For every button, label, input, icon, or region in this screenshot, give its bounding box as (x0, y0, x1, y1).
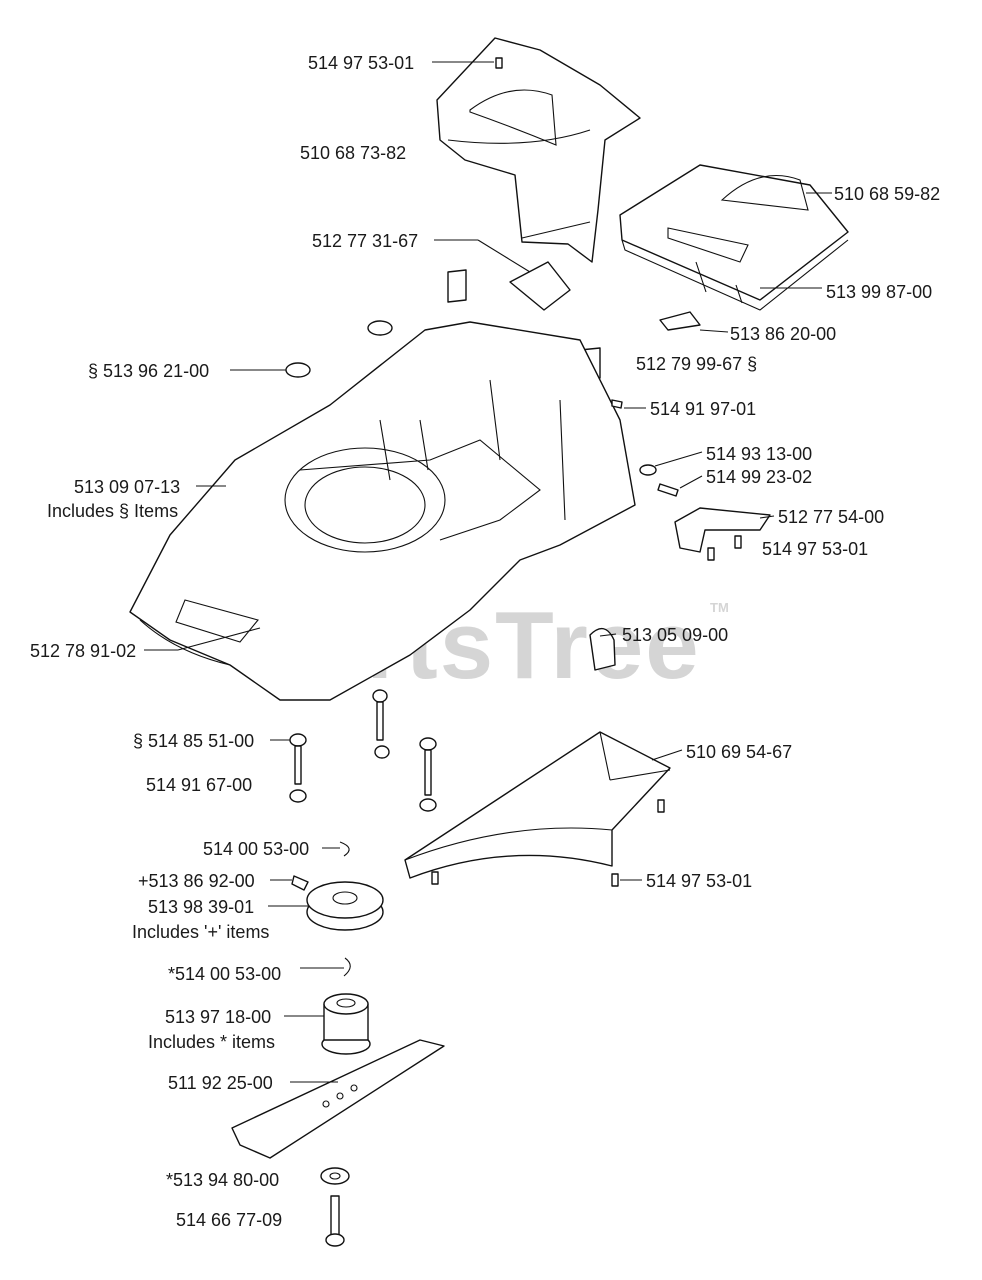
leader-lines (144, 61, 832, 1083)
knob-part (367, 320, 393, 336)
blade-adapter-part (321, 993, 371, 1055)
screw-part-4 (611, 873, 619, 887)
rear-cover-part (436, 37, 641, 263)
label-510-68-59-82: 510 68 59-82 (834, 184, 940, 204)
label-includes-plus-items: Includes '+' items (132, 922, 269, 942)
knob-part-2 (285, 362, 311, 378)
label-513-99-87-00: 513 99 87-00 (826, 282, 932, 302)
label-513-09-07-13: 513 09 07-13 (74, 477, 180, 497)
label-includes-star-items: Includes * items (148, 1032, 275, 1052)
label-514-97-53-01-top: 514 97 53-01 (308, 53, 414, 73)
blade-part (231, 1039, 445, 1159)
label-514-66-77-09: 514 66 77-09 (176, 1210, 282, 1230)
mower-deck-part (129, 321, 636, 701)
key-part-2 (343, 957, 351, 977)
blade-bolt-part (330, 1195, 340, 1239)
blade-washer-part (320, 1167, 350, 1185)
screw-part-7 (657, 799, 665, 813)
label-514-00-53-00: 514 00 53-00 (203, 839, 309, 859)
label-513-98-39-01: 513 98 39-01 (148, 897, 254, 917)
screw-part-3 (431, 871, 439, 885)
label-514-93-13-00: 514 93 13-00 (706, 444, 812, 464)
screw-part (495, 57, 503, 69)
height-shaft-part (289, 689, 437, 812)
label-includes-section-items: Includes § Items (47, 501, 178, 521)
label-514-97-53-01-bottom: 514 97 53-01 (646, 871, 752, 891)
screw-part-5 (734, 535, 742, 549)
label-514-91-97-01: 514 91 97-01 (650, 399, 756, 419)
flap-part (509, 261, 571, 311)
label-514-91-67-00: 514 91 67-00 (146, 775, 252, 795)
side-cover-part (619, 164, 849, 311)
washer-part (639, 464, 657, 476)
label-511-92-25-00: 511 92 25-00 (168, 1073, 273, 1093)
label-512-77-54-00: 512 77 54-00 (778, 507, 884, 527)
label-513-94-80-00: *513 94 80-00 (166, 1170, 279, 1190)
watermark-tm: TM (710, 600, 729, 615)
label-513-05-09-00: 513 05 09-00 (622, 625, 728, 645)
key-part (339, 841, 350, 857)
label-514-85-51-00: § 514 85 51-00 (133, 731, 254, 751)
label-514-97-53-01-right: 514 97 53-01 (762, 539, 868, 559)
label-512-78-91-02: 512 78 91-02 (30, 641, 136, 661)
bolt-part (657, 483, 679, 497)
guard-plate-part (404, 731, 671, 879)
pin-part (291, 875, 309, 891)
label-510-69-54-67: 510 69 54-67 (686, 742, 792, 762)
bracket-part (674, 507, 771, 553)
clip-part (659, 311, 701, 331)
label-510-68-73-82: 510 68 73-82 (300, 143, 406, 163)
screw-part-6 (707, 547, 715, 561)
bushing-513-part (589, 627, 616, 671)
label-513-97-18-00: 513 97 18-00 (165, 1007, 271, 1027)
label-514-00-53-00-star: *514 00 53-00 (168, 964, 281, 984)
label-513-86-20-00: 513 86 20-00 (730, 324, 836, 344)
pulley-part (306, 881, 384, 931)
label-513-86-92-00: +513 86 92-00 (138, 871, 255, 891)
label-514-99-23-02: 514 99 23-02 (706, 467, 812, 487)
bushing-part (447, 269, 467, 303)
label-512-79-99-67: 512 79 99-67 § (636, 354, 757, 374)
screw-part-2 (611, 399, 623, 409)
part-labels: 514 97 53-01 510 68 73-82 510 68 59-82 5… (30, 53, 940, 1230)
label-512-77-31-67: 512 77 31-67 (312, 231, 418, 251)
label-513-96-21-00: § 513 96 21-00 (88, 361, 209, 381)
